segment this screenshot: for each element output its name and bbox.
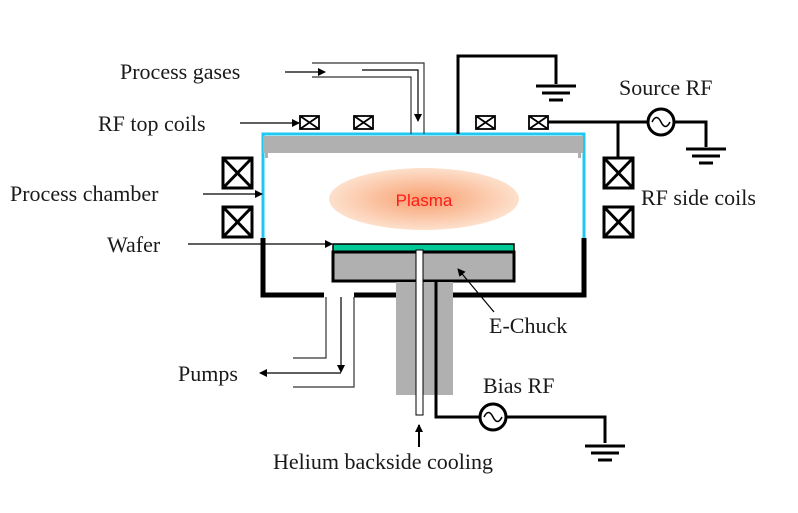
chuck-stem bbox=[396, 282, 453, 395]
gas-lines bbox=[312, 62, 425, 134]
label-wafer: Wafer bbox=[107, 232, 161, 257]
bias-ground-icon bbox=[585, 444, 625, 462]
plasma bbox=[329, 168, 519, 230]
rf-side-coils-left bbox=[221, 156, 254, 239]
helium-line bbox=[415, 249, 424, 416]
label-process-chamber: Process chamber bbox=[10, 181, 159, 206]
label-rf-side-coils: RF side coils bbox=[641, 185, 756, 210]
pump-lines bbox=[293, 297, 355, 388]
label-helium-cooling: Helium backside cooling bbox=[273, 449, 493, 474]
label-pumps: Pumps bbox=[178, 361, 238, 386]
label-source-rf: Source RF bbox=[619, 75, 713, 100]
label-process-gases: Process gases bbox=[120, 59, 240, 84]
lid-ground-icon bbox=[536, 84, 576, 102]
rf-side-coils-right bbox=[602, 156, 635, 239]
label-bias-rf: Bias RF bbox=[483, 373, 555, 398]
label-rf-top-coils: RF top coils bbox=[98, 111, 206, 136]
plasma-label: Plasma bbox=[396, 191, 453, 210]
rf-top-coils bbox=[299, 115, 549, 130]
label-e-chuck: E-Chuck bbox=[489, 313, 567, 338]
source-ground-icon bbox=[686, 147, 726, 165]
chamber-wall-lower bbox=[260, 238, 587, 298]
